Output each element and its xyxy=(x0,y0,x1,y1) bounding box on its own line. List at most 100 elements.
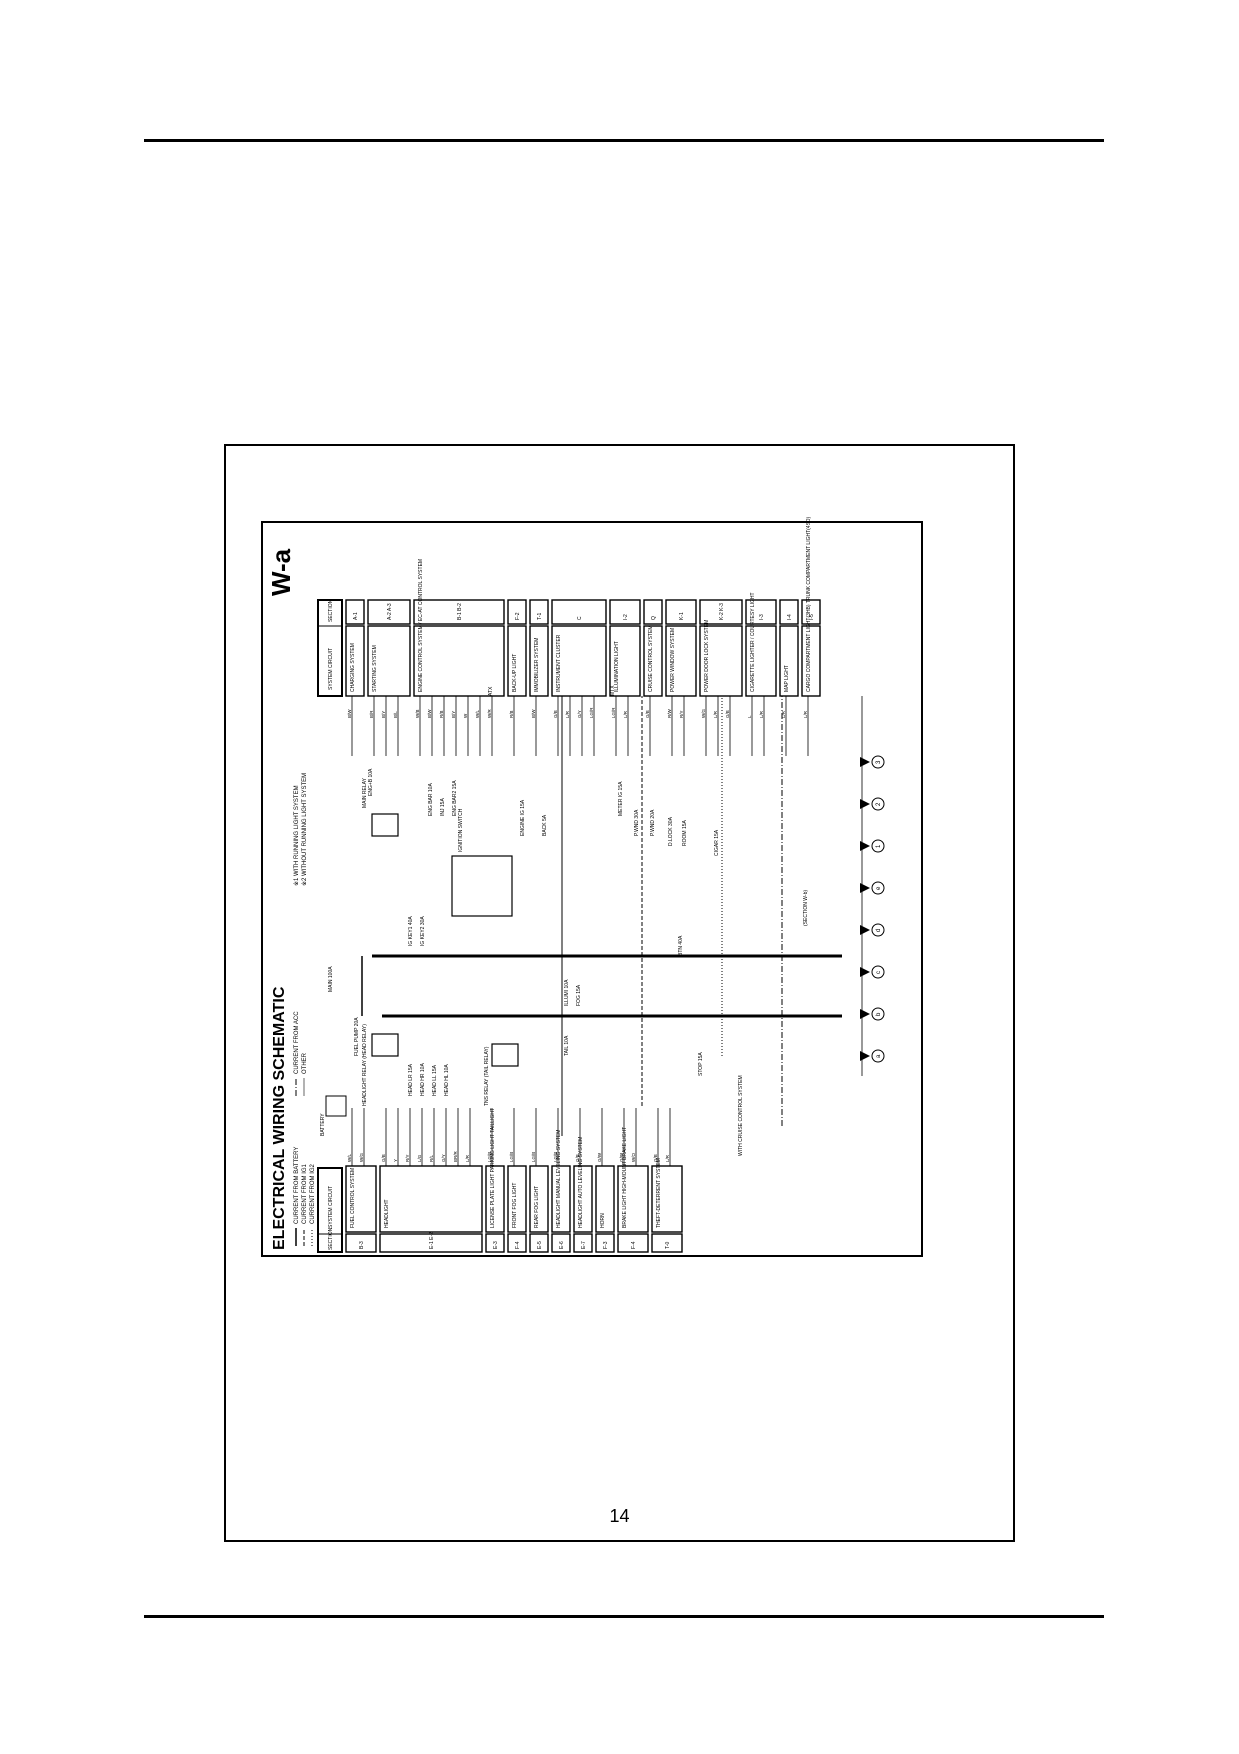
left-system-name-7: HORN xyxy=(600,1213,606,1228)
page-number: 14 xyxy=(609,1506,630,1526)
left-system-table: SECTION SYSTEM CIRCUIT xyxy=(317,1167,343,1253)
right-system-wire-5-1: L/R xyxy=(565,710,570,718)
ig-key2-fuse-label: IG KEY2 30A xyxy=(420,916,426,946)
right-system-wire-2-2: R/B xyxy=(439,710,444,718)
cigar-fuse-label: CIGAR 15A xyxy=(714,829,720,856)
left-system-section-1: E-1 E-2 xyxy=(429,1232,435,1249)
right-system-wire-3-0: R/B xyxy=(509,710,514,718)
right-system-name-8: POWER WINDOW SYSTEM xyxy=(670,628,676,692)
right-system-wire-2-4: W xyxy=(463,713,468,718)
right-system-section-0: A-1 xyxy=(353,612,359,620)
right-system-wire-9-0: W/G xyxy=(701,709,706,718)
right-system-wire-5-2: G/Y xyxy=(577,710,582,718)
left-system-section-2: E-3 xyxy=(493,1241,499,1249)
left-system-row-2: E-3 LICENSE PLATE LIGHT PARKING LIGHT TAI… xyxy=(485,1108,505,1253)
meter-ig-fuse-label: METER IG 15A xyxy=(618,781,624,816)
right-system-wire-2-3: B/Y xyxy=(451,711,456,718)
legend: CURRENT FROM BATTERY CURRENT FROM IG1 CU… xyxy=(293,773,316,1246)
left-system-wire-6-0: G/B xyxy=(575,1154,580,1162)
ig-key1-fuse-label: IG KEY1 40A xyxy=(408,916,414,946)
ignition-switch-label: IGNITION SWITCH xyxy=(458,808,464,852)
left-system-section-3: F-4 xyxy=(515,1241,521,1249)
right-system-wire-12-0: L/R xyxy=(803,710,808,718)
right-system-wire-2-5: W/L xyxy=(475,710,480,718)
right-system-wire-10-0: L xyxy=(747,715,752,718)
connector-b: b xyxy=(860,1007,885,1021)
right-header-circuit: SYSTEM CIRCUIT xyxy=(328,648,334,690)
left-system-name-4: REAR FOG LIGHT xyxy=(534,1186,540,1228)
right-system-name-4: IMMOBILIZER SYSTEM xyxy=(534,638,540,692)
pwnd30-fuse-label: P.WND 30A xyxy=(634,809,640,836)
right-system-name-7: CRUISE CONTROL SYSTEM xyxy=(648,626,654,693)
left-system-wire-1-6: BR/R xyxy=(453,1150,458,1162)
left-system-wire-1-0: G/B xyxy=(381,1154,386,1162)
left-system-wire-5-0: LG/B xyxy=(553,1152,558,1162)
right-system-wire-10-1: L/R xyxy=(759,710,764,718)
connector-label-3: 3 xyxy=(876,760,882,764)
right-system-row-2: ENGINE CONTROL SYSTEM / EC-AT CONTROL SY… xyxy=(413,559,505,756)
legend-acc: CURRENT FROM ACC xyxy=(294,1011,300,1074)
with-cruise-label: WITH CRUISE CONTROL SYSTEM xyxy=(738,1075,744,1156)
right-system-wire-1-2: B/L xyxy=(393,711,398,718)
left-system-wire-1-3: L/G xyxy=(417,1154,422,1162)
top-rule xyxy=(144,139,1104,142)
right-system-name-1: STARTING SYSTEM xyxy=(372,645,378,692)
headlight-relay: HEADLIGHT RELAY (HEAD RELAY) xyxy=(362,1024,399,1106)
left-system-name-2: LICENSE PLATE LIGHT PARKING LIGHT TAILLI… xyxy=(490,1108,496,1228)
left-system-section-4: E-5 xyxy=(537,1241,543,1249)
battery: BATTERY xyxy=(320,1095,347,1136)
right-system-section-1: A-2 A-3 xyxy=(387,603,393,620)
section-wb-label: (SECTION W-b) xyxy=(803,890,809,926)
right-system-name-2: ENGINE CONTROL SYSTEM / EC-AT CONTROL SY… xyxy=(418,559,424,692)
main-relay-label: MAIN RELAY xyxy=(362,777,368,808)
right-system-wire-8-1: R/Y xyxy=(679,710,684,718)
left-system-wire-1-7: L/R xyxy=(465,1154,470,1162)
right-system-name-3: BACK-UP LIGHT xyxy=(512,654,518,692)
right-system-wire-8-0: R/W xyxy=(667,709,672,719)
left-system-section-7: F-3 xyxy=(603,1241,609,1249)
connector-label-a: a xyxy=(876,1054,882,1058)
left-system-wire-4-0: LG/B xyxy=(531,1152,536,1162)
right-system-section-2: B-1 B-2 xyxy=(457,603,463,620)
inj-fuse-label: INJ 15A xyxy=(440,798,446,816)
head-hr-fuse-label: HEAD HR 10A xyxy=(420,1063,426,1096)
left-system-name-5: HEADLIGHT MANUAL LEVELING SYSTEM xyxy=(556,1130,562,1228)
right-system-section-6: I-2 xyxy=(623,614,629,620)
right-system-row-12: CARGO COMPARTMENT LIGHT(3HB) TRUNK COMPA… xyxy=(801,516,821,756)
right-system-name-11: MAP LIGHT xyxy=(784,665,790,692)
left-system-wire-7-0: G/W xyxy=(597,1152,602,1162)
left-system-section-0: B-3 xyxy=(359,1241,365,1249)
right-system-section-12: I-5 xyxy=(809,614,815,620)
stop-fuse-label: STOP 15A xyxy=(698,1052,704,1076)
left-system-name-8: BRAKE LIGHT HIGH-MOUNT BRAKE LIGHT xyxy=(622,1127,628,1228)
left-system-wire-9-1: L/R xyxy=(665,1154,670,1162)
right-system-name-10: CIGARETTE LIGHTER / COURTESY LIGHT xyxy=(750,592,756,692)
left-system-section-5: E-6 xyxy=(559,1241,565,1249)
right-system-wire-6-1: L/R xyxy=(623,710,628,718)
right-system-wire-2-1: B/W xyxy=(427,709,432,718)
head-hl-fuse-label: HEAD HL 10A xyxy=(444,1064,450,1096)
right-system-name-5: INSTRUMENT CLUSTER xyxy=(556,634,562,692)
pwnd20-fuse-label: P.WND 20A xyxy=(650,809,656,836)
eng-bar2-fuse-label: ENG BAR2 15A xyxy=(452,780,458,816)
right-system-section-11: I-4 xyxy=(787,614,793,620)
connector-d: d xyxy=(860,923,885,937)
left-system-row-7: F-3 HORN G/W xyxy=(595,1108,615,1253)
right-system-wire-5-3: LG/R xyxy=(589,707,594,718)
mtx-label: MTX xyxy=(610,685,616,696)
room-fuse-label: ROOM 15A xyxy=(682,819,688,846)
left-system-section-9: T-0 xyxy=(665,1242,671,1249)
connector-c: c xyxy=(860,965,885,979)
